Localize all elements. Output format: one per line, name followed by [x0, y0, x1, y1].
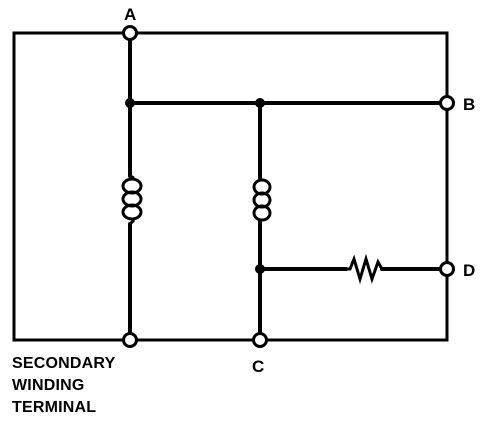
terminal-c-label: C — [252, 357, 264, 376]
terminal-d-label: D — [463, 261, 475, 280]
caption-line-2: WINDING — [12, 377, 85, 394]
junction-dot-middle — [255, 98, 265, 108]
junction-dots — [125, 98, 265, 274]
terminal-a-label: A — [124, 5, 136, 24]
junction-dot-left — [125, 98, 135, 108]
terminal-a[interactable] — [122, 25, 138, 41]
terminal-c-left[interactable] — [122, 332, 138, 348]
coil-middle — [252, 178, 272, 222]
outer-frame-wires — [12, 31, 449, 342]
internal-wires — [128, 37, 442, 336]
resistor — [346, 253, 384, 285]
coil-middle-loop-3 — [252, 204, 272, 222]
terminal-d[interactable] — [439, 261, 455, 277]
coil-left-loop-3 — [121, 203, 143, 221]
junction-dot-resistor — [255, 264, 265, 274]
caption-line-3: TERMINAL — [12, 399, 96, 416]
terminal-c[interactable] — [252, 332, 268, 348]
terminals — [122, 25, 455, 348]
terminal-b-label: B — [463, 95, 475, 114]
caption-line-1: SECONDARY — [12, 355, 116, 372]
coil-left — [121, 174, 143, 226]
coil-left-lead-bottom — [128, 218, 136, 226]
secondary-winding-caption: SECONDARY WINDING TERMINAL — [12, 355, 116, 416]
terminal-b[interactable] — [439, 95, 455, 111]
